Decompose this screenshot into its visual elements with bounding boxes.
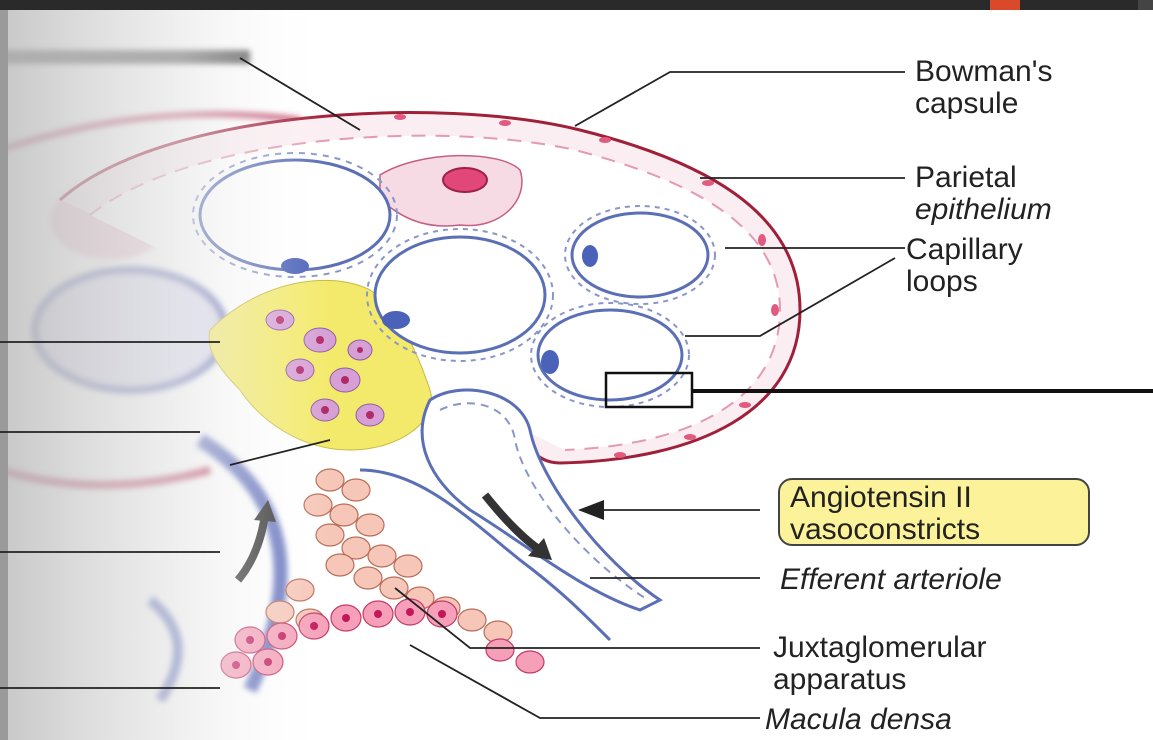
label-capillary-loops: Capillary loops (906, 234, 1023, 298)
label-juxtaglomerular-apparatus: Juxtaglomerular apparatus (773, 632, 986, 696)
label-parietal-epithelium: Parietal epithelium (915, 162, 1052, 226)
left-fade-overlay (0, 10, 330, 740)
right-edge-mark (1138, 0, 1153, 10)
angiotensin-line-1: Angiotensin II (790, 482, 1088, 514)
label-bowmans-capsule: Bowman's capsule (915, 56, 1052, 120)
label-efferent-arteriole: Efferent arteriole (780, 564, 1002, 596)
label-macula-densa: Macula densa (765, 704, 952, 736)
angiotensin-line-2: vasoconstricts (790, 514, 1088, 546)
angiotensin-callout-box: Angiotensin II vasoconstricts (778, 478, 1090, 546)
top-orange-mark (990, 0, 1020, 10)
top-border (0, 0, 1153, 10)
podocyte-nucleus (443, 168, 487, 192)
left-edge-strip (0, 10, 8, 740)
angiotensin-arrow-head (578, 500, 604, 520)
